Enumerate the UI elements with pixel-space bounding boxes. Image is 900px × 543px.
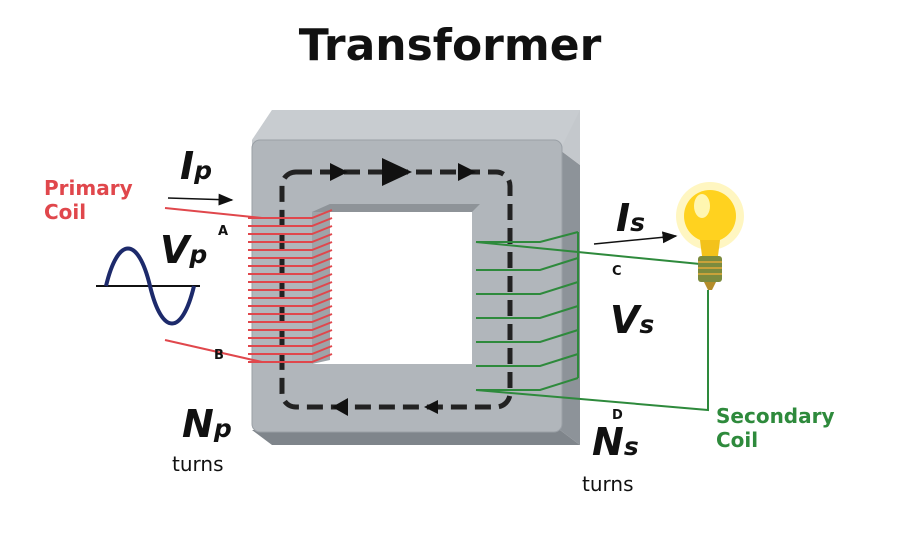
primary-current-subscript: p [194,156,213,185]
secondary-current-subscript: s [630,208,646,237]
secondary-voltage-subscript: s [639,310,655,339]
flux-arrow-icon [458,163,476,181]
secondary-current-letter: I [616,196,631,240]
primary-turns-subscript: p [213,414,232,443]
secondary-voltage-letter: V [610,298,640,342]
primary-coil-label-line1: Primary [44,176,133,200]
primary-coil-label: Primary Coil [44,176,133,224]
primary-voltage-symbol: Vp [160,230,207,275]
secondary-voltage-symbol: Vs [610,300,654,345]
primary-turns-symbol: Np [182,404,232,449]
primary-current-symbol: Ip [180,146,212,191]
primary-current-arrow [167,193,234,206]
secondary-winding [475,231,709,412]
primary-winding [164,207,333,363]
primary-current-letter: I [180,144,195,188]
iron-core [251,110,580,445]
primary-voltage-subscript: p [189,240,208,269]
secondary-current-arrow [593,231,678,245]
flux-arrow-icon [332,398,348,416]
secondary-turns-symbol: Ns [592,422,639,467]
terminal-d-label: D [612,408,623,423]
diagram-title: Transformer [298,20,602,71]
secondary-turns-letter: N [592,420,624,464]
light-bulb-icon [676,182,744,290]
terminal-a-label: A [218,224,229,239]
primary-voltage-letter: V [160,228,190,272]
secondary-coil-label: Secondary Coil [716,404,835,452]
flux-arrow-icon [330,163,348,181]
flux-arrow-icon [424,400,438,414]
terminal-b-label: B [214,348,224,363]
terminal-c-label: C [612,264,622,279]
primary-coil-label-line2: Coil [44,200,87,224]
primary-turns-word: turns [172,452,224,476]
secondary-turns-word: turns [582,472,634,496]
primary-turns-letter: N [182,402,214,446]
secondary-turns-subscript: s [623,432,639,461]
flux-arrow-icon [382,158,412,186]
secondary-coil-label-line1: Secondary [716,404,835,428]
secondary-current-symbol: Is [616,198,645,243]
secondary-coil-label-line2: Coil [716,428,759,452]
sine-wave-icon [96,246,200,326]
